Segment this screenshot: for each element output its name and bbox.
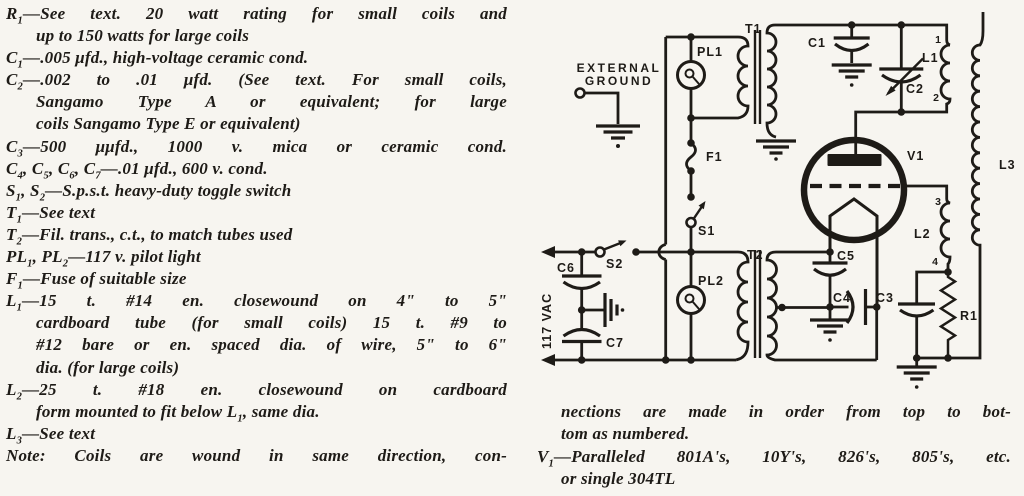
- parts-list-line: L1—15 t. #14 en. closewound on 4" to 5": [6, 291, 507, 314]
- parts-list-line: C1—.005 μfd., high-voltage ceramic cond.: [6, 48, 309, 71]
- caption-text: nections are made in order from top to b…: [537, 401, 1011, 490]
- parts-list-line: up to 150 watts for large coils: [36, 26, 250, 46]
- terminal-2-label: 2: [933, 92, 939, 104]
- t2-label: T2: [747, 248, 764, 262]
- arrow-left-icon: [541, 246, 555, 258]
- parts-list-line: Sangamo Type A or equivalent; for large: [36, 92, 507, 112]
- parts-list-line: L3—See text: [6, 423, 96, 447]
- fuse-f1: F1: [685, 141, 723, 197]
- capacitor-c3: C3: [876, 270, 948, 389]
- coil-l1: 1 2: [854, 34, 952, 154]
- c1-label: C1: [808, 36, 826, 50]
- capacitor-c2-variable: C2 L1: [879, 25, 938, 112]
- t1-label: T1: [745, 22, 762, 36]
- tube-v1: V1: [800, 136, 924, 307]
- capacitor-c7: C7: [562, 310, 624, 360]
- c3-label: C3: [876, 291, 894, 305]
- ground-icon: [756, 139, 796, 155]
- external-ground-label-2: GROUND: [585, 74, 653, 88]
- ground-icon: [810, 318, 850, 334]
- coil-l2: 3 4 L2: [902, 184, 952, 272]
- c2-label: C2: [906, 82, 924, 96]
- tube-plate-icon: [827, 154, 882, 166]
- r1-label: R1: [960, 309, 978, 323]
- parts-list-line: C2—.002 to .01 μfd. (See text. For small…: [6, 70, 507, 93]
- capacitor-c6: C6: [557, 252, 602, 310]
- parts-list-line: C4, C5, C6, C7—.01 μfd., 600 v. cond.: [6, 158, 268, 182]
- terminal-4-label: 4: [932, 256, 938, 268]
- ground-icon: [596, 124, 640, 140]
- ground-icon: [831, 63, 872, 79]
- ground-icon: [603, 293, 619, 327]
- terminal-1-label: 1: [935, 34, 941, 46]
- parts-list-line: T1—See text: [6, 202, 96, 226]
- parts-list-line: cardboard tube (for small coils) 15 t. #…: [36, 313, 507, 333]
- external-ground-terminal: EXTERNAL GROUND: [574, 61, 662, 148]
- capacitor-c1: C1: [808, 25, 872, 87]
- external-ground-label-1: EXTERNAL: [577, 61, 662, 75]
- parts-list-line: coils Sangamo Type E or equivalent): [36, 114, 301, 134]
- pl2-label: PL2: [698, 274, 724, 288]
- tube-filament-icon: [828, 197, 879, 307]
- s2-label: S2: [606, 257, 623, 271]
- schematic: EXTERNAL GROUND 117 VAC PL1 F1 S1: [540, 12, 1016, 389]
- c5-label: C5: [837, 249, 855, 263]
- caption-line: or single 304TL: [561, 468, 676, 488]
- c7-label: C7: [606, 336, 624, 350]
- transformer-t1: T1: [665, 22, 951, 161]
- parts-list-line: T2—Fil. trans., c.t., to match tubes use…: [6, 224, 293, 248]
- pilot-lamp-pl1: PL1: [676, 37, 723, 143]
- switch-s2: S2: [594, 240, 627, 271]
- arrow-left-icon: [541, 354, 555, 366]
- terminal-3-label: 3: [935, 196, 941, 208]
- pl1-label: PL1: [697, 45, 723, 59]
- parts-list-line: R1—See text. 20 watt rating for small co…: [6, 4, 507, 27]
- terminal-circle-icon: [574, 87, 586, 99]
- ground-icon: [896, 365, 937, 381]
- c4-label: C4: [833, 291, 851, 305]
- caption-line: nections are made in order from top to b…: [561, 402, 1011, 421]
- chassis-ground-side: [581, 293, 625, 327]
- capacitor-c4: C4: [810, 289, 879, 360]
- parts-list-line: #12 bare or en. spaced dia. of wire, 5" …: [36, 335, 507, 355]
- parts-list-line: F1—Fuse of suitable size: [6, 269, 187, 292]
- s1-label: S1: [698, 224, 715, 238]
- l3-label: L3: [999, 158, 1016, 172]
- transformer-t2: T2: [691, 248, 877, 362]
- parts-list-line: C3—500 μμfd., 1000 v. mica or ceramic co…: [6, 136, 507, 159]
- coil-l3: L3: [916, 12, 1016, 360]
- parts-list-line: Note: Coils are wound in same direction,…: [6, 445, 507, 465]
- v1-label: V1: [907, 149, 924, 163]
- f1-label: F1: [706, 150, 723, 164]
- c6-label: C6: [557, 261, 575, 275]
- parts-list-line: L2—25 t. #18 en. closewound on cardboard: [6, 379, 507, 402]
- pilot-lamp-pl2: PL2: [676, 252, 724, 360]
- parts-list-line: S1, S2—S.p.s.t. heavy-duty toggle switch: [6, 180, 292, 204]
- caption-line: V1—Paralleled 801A's, 10Y's, 826's, 805'…: [537, 446, 1011, 469]
- parts-list-line: form mounted to fit below L1, same dia.: [36, 401, 320, 425]
- switch-s1: S1: [685, 201, 715, 252]
- l2-label: L2: [914, 227, 931, 241]
- caption-line: tom as numbered.: [561, 424, 690, 444]
- parts-list-line: dia. (for large coils): [36, 357, 180, 377]
- parts-list-line: PL1, PL2—117 v. pilot light: [6, 247, 201, 270]
- resistor-r1: R1: [938, 272, 978, 358]
- l1-label: L1: [922, 51, 939, 65]
- junction-dots: [577, 21, 952, 364]
- vac-label: 117 VAC: [540, 293, 554, 349]
- parts-list: R1—See text. 20 watt rating for small co…: [6, 3, 507, 467]
